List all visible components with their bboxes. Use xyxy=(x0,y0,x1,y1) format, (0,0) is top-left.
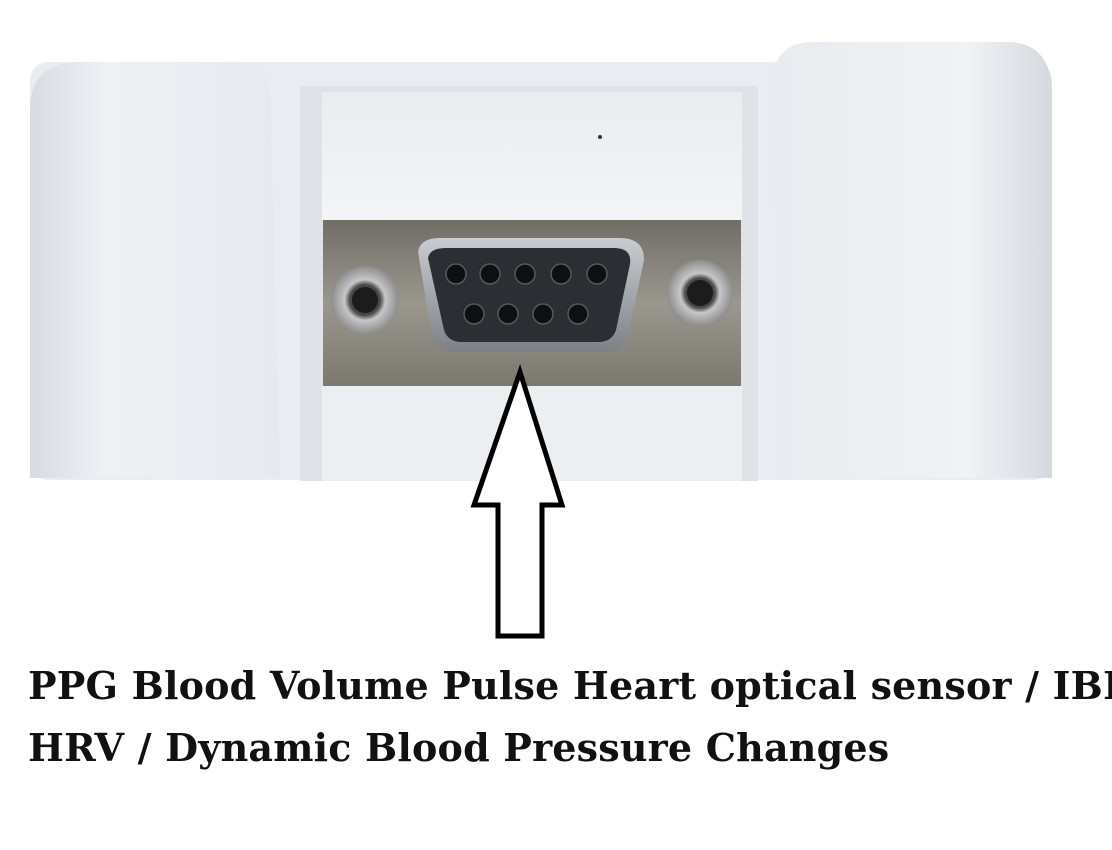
up-arrow-outline-icon xyxy=(470,364,566,639)
db9-face xyxy=(428,248,631,342)
housing-left-block xyxy=(30,62,280,478)
caption: PPG Blood Volume Pulse Heart optical sen… xyxy=(28,655,1112,779)
recess-inner xyxy=(322,92,742,220)
caption-line-2: HRV / Dynamic Blood Pressure Changes xyxy=(28,725,890,770)
housing-right-block xyxy=(772,42,1052,478)
caption-line-1: PPG Blood Volume Pulse Heart optical sen… xyxy=(28,663,1112,708)
